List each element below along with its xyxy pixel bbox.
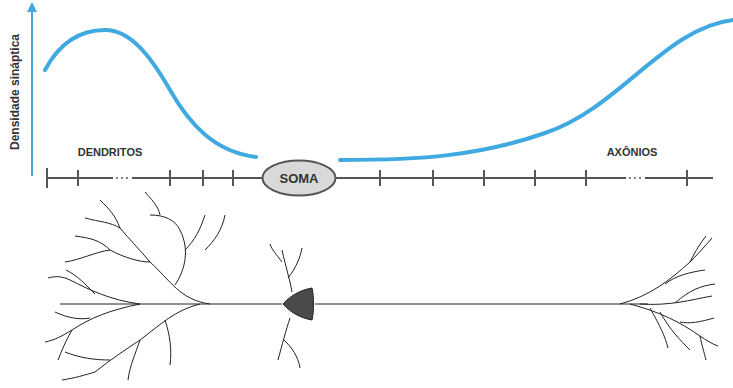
axis-arrowhead xyxy=(27,2,37,12)
region-label: DENDRITOS xyxy=(78,146,143,158)
axis-gap-dots xyxy=(116,177,641,179)
region-label: AXÔNIOS xyxy=(607,146,658,158)
y-axis xyxy=(31,8,33,176)
density-curve xyxy=(45,30,256,157)
soma-ellipse: SOMA xyxy=(261,159,337,197)
axis-label: Densidade sináptica xyxy=(8,34,22,150)
node-text: SOMA xyxy=(261,171,337,186)
cell-body xyxy=(283,288,314,320)
density-curve xyxy=(340,20,733,160)
x-axis xyxy=(47,168,713,188)
neuron-drawing xyxy=(45,192,718,380)
